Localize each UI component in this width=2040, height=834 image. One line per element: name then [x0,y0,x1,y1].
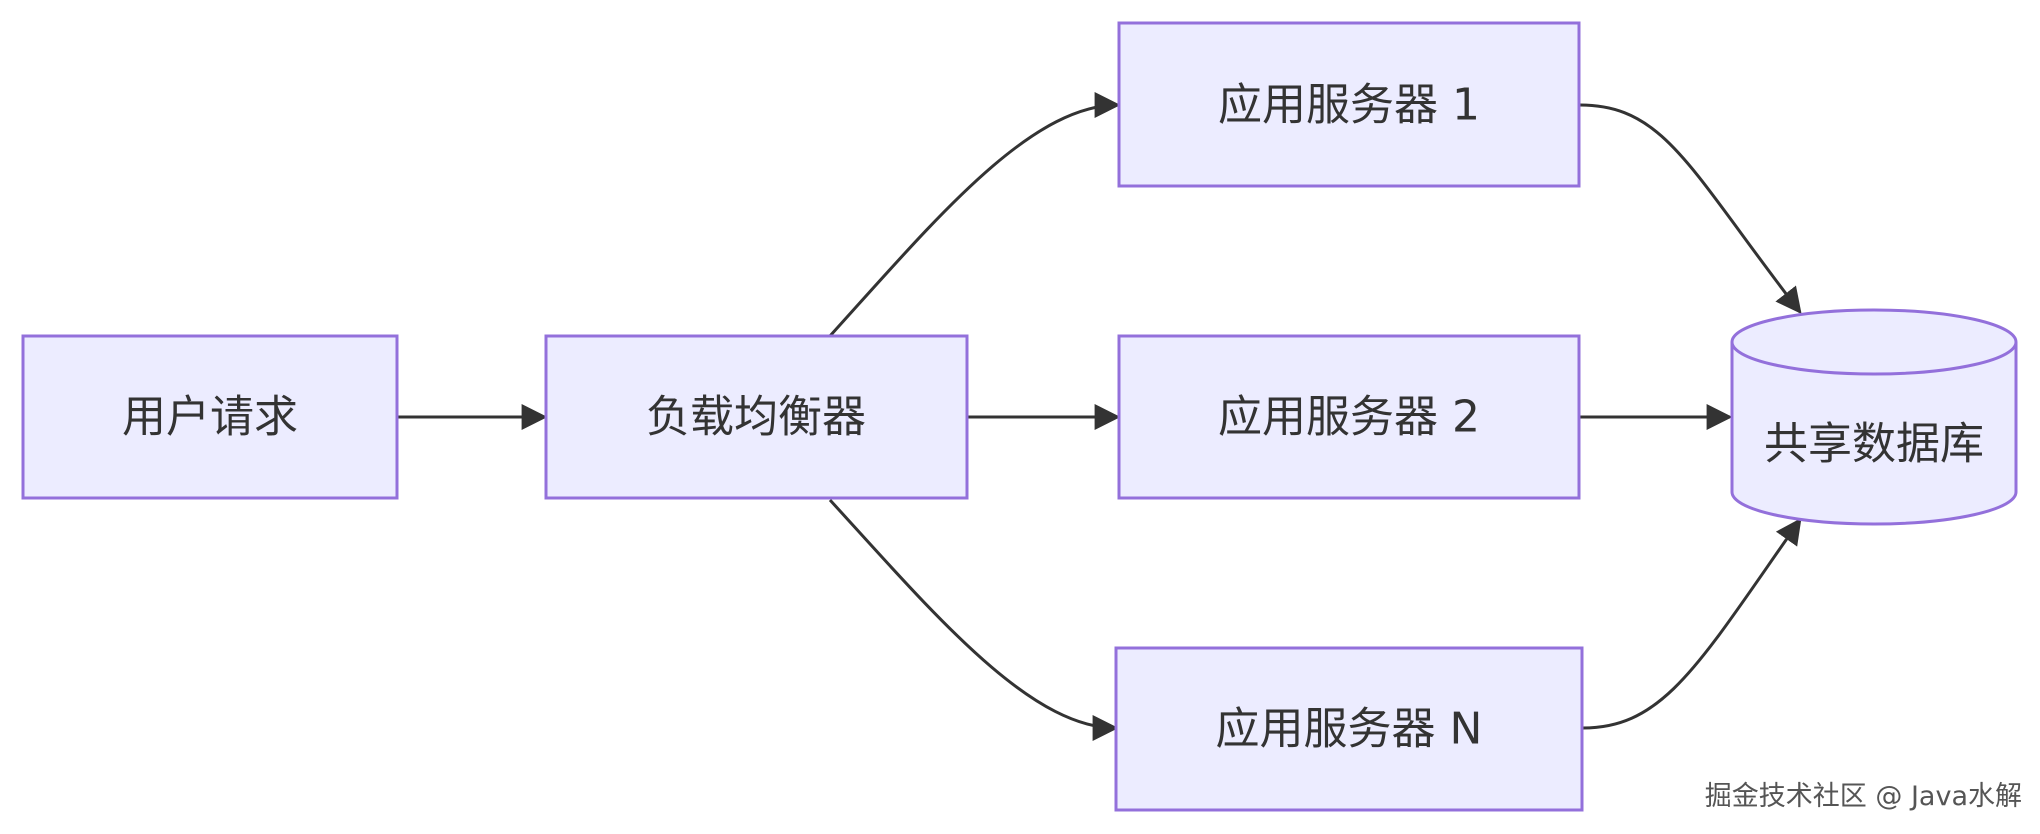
node-label: 共享数据库 [1764,419,1984,470]
node-load-balancer: 负载均衡器 [544,334,969,500]
node-box [1114,646,1584,812]
node-box [1117,334,1581,500]
node-label: 应用服务器 N [1216,704,1483,755]
node-box [1117,21,1581,188]
node-label: 用户请求 [122,392,298,443]
edge-load-balancer-to-app-server-n [828,498,1119,741]
edge-app-server-1-to-shared-db [1579,103,1802,315]
watermark: 掘金技术社区 @ Java水解 [1705,781,2022,812]
node-app-server-1: 应用服务器 1 [1117,21,1581,188]
database-cylinder-top [1730,341,2018,376]
node-box [21,334,399,500]
edge-app-server-n-to-shared-db [1582,517,1802,730]
edges [397,92,1802,741]
node-app-server-2: 应用服务器 2 [1117,334,1581,500]
node-user-request: 用户请求 [21,334,399,500]
node-shared-db: 共享数据库 [1730,308,2018,526]
node-label: 负载均衡器 [646,392,866,443]
node-box [544,334,969,500]
node-label: 应用服务器 2 [1218,392,1480,443]
edge-load-balancer-to-app-server-1 [828,92,1121,338]
node-app-server-n: 应用服务器 N [1114,646,1584,812]
node-label: 应用服务器 1 [1218,80,1480,131]
database-cylinder-icon [1730,308,2018,526]
